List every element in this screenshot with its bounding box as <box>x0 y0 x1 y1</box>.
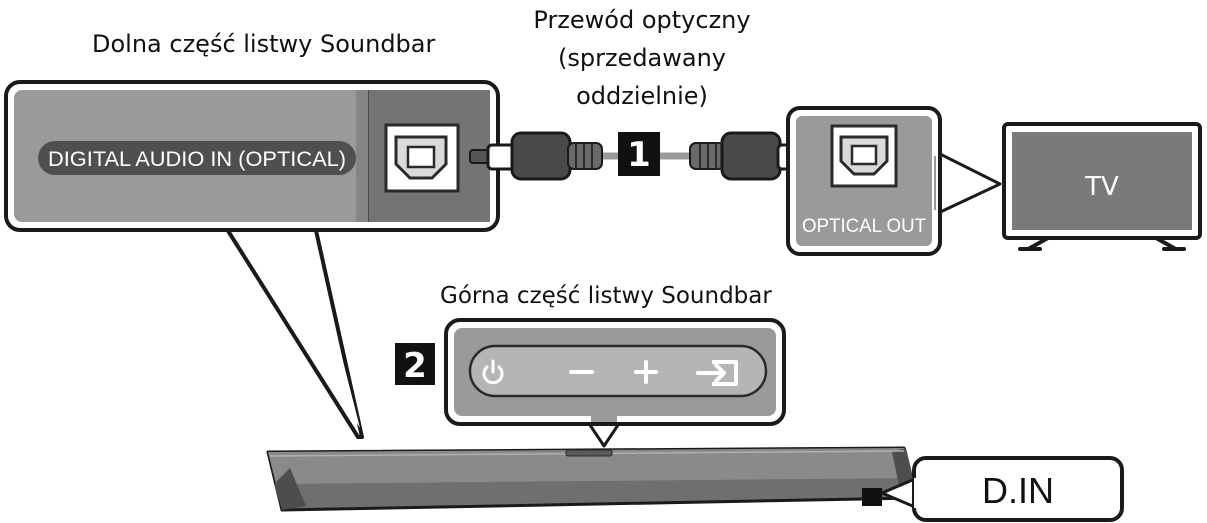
volume-up-button[interactable] <box>634 360 658 384</box>
soundbar-bottom-zoom-panel: DIGITAL AUDIO IN (OPTICAL) <box>4 80 500 232</box>
power-button[interactable] <box>482 359 504 385</box>
tv-optical-out-panel: OPTICAL OUT <box>786 106 1002 256</box>
cable-caption: Przewód optyczny (sprzedawany oddzielnie… <box>533 6 750 110</box>
tv-label: TV <box>1084 172 1119 202</box>
soundbar-body <box>266 446 918 512</box>
tv-icon: TV <box>1002 122 1202 251</box>
digital-audio-in-pill <box>38 141 356 175</box>
optical-out-label: OPTICAL OUT <box>802 216 926 237</box>
soundbar-bottom-label: Dolna część listwy Soundbar <box>92 30 435 58</box>
optical-port-icon <box>830 124 898 188</box>
step-1-number: 1 <box>627 135 651 175</box>
power-icon <box>482 359 504 385</box>
cable-caption-line3: oddzielnie) <box>576 82 708 110</box>
soundbar-display <box>862 488 882 506</box>
step-2-number: 2 <box>403 346 427 386</box>
display-text: D.IN <box>982 470 1054 511</box>
soundbar-top-label: Górna część listwy Soundbar <box>440 283 772 309</box>
display-callout: D.IN <box>880 456 1124 522</box>
cable-plug-left <box>469 131 603 181</box>
optical-port-icon <box>384 123 460 193</box>
cable-caption-line1: Przewód optyczny <box>533 6 750 34</box>
source-input-icon <box>696 360 738 386</box>
digital-audio-in-label: DIGITAL AUDIO IN (OPTICAL) <box>48 148 346 171</box>
optical-cable: 1 <box>469 131 823 181</box>
source-button[interactable] <box>696 360 738 386</box>
soundbar-top-zoom-panel <box>444 318 786 448</box>
step-1-badge: 1 <box>618 132 660 176</box>
step-2-badge: 2 <box>395 343 435 386</box>
cable-caption-line2: (sprzedawany <box>558 44 726 72</box>
plus-icon <box>634 360 658 384</box>
bottom-zoom-callout <box>223 224 364 439</box>
